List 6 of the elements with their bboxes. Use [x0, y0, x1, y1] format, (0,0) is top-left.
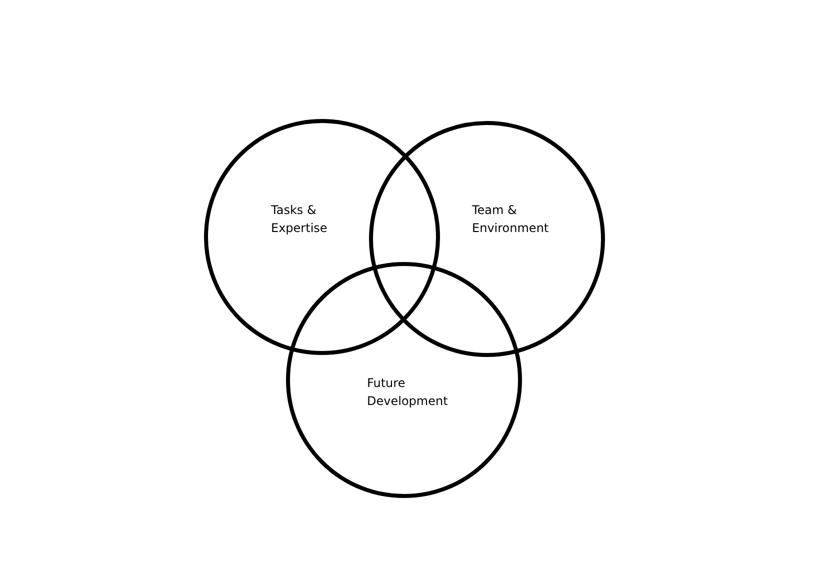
circle-label: Team & Environment: [472, 202, 550, 237]
circle-label: Tasks & Expertise: [271, 202, 328, 237]
venn-circle: [286, 262, 522, 498]
circle-label: Future Development: [367, 375, 449, 410]
venn-circle: [369, 121, 605, 357]
venn-circle: [204, 119, 440, 355]
